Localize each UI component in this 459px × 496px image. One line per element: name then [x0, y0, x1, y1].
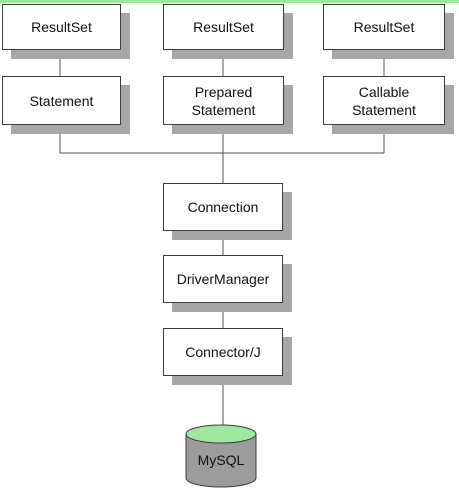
prepared-statement-label-line2: Statement	[191, 101, 256, 118]
callable-statement-node: Callable Statement	[323, 76, 454, 134]
prepared-statement-box: Prepared Statement	[163, 76, 284, 125]
driver-manager-node: DriverManager	[163, 255, 292, 312]
driver-manager-box: DriverManager	[163, 255, 283, 303]
callable-statement-label-line2: Statement	[352, 101, 416, 118]
top-rule	[0, 0, 459, 3]
mysql-database-icon	[185, 424, 257, 488]
resultset-3-label: ResultSet	[353, 19, 415, 35]
resultset-node-2: ResultSet	[163, 4, 293, 59]
connection-label: Connection	[187, 199, 259, 215]
resultset-3-box: ResultSet	[323, 4, 445, 50]
prepared-statement-node: Prepared Statement	[163, 76, 293, 134]
connector-j-label: Connector/J	[185, 344, 261, 360]
connection-box: Connection	[163, 183, 283, 231]
statement-box: Statement	[2, 76, 121, 125]
statement-label: Statement	[29, 92, 94, 109]
db-cylinder-top	[185, 424, 257, 444]
connector-j-node: Connector/J	[163, 328, 292, 385]
prepared-statement-label-line1: Prepared	[194, 83, 253, 100]
resultset-node-3: ResultSet	[323, 4, 454, 59]
resultset-2-box: ResultSet	[163, 4, 284, 50]
resultset-node-1: ResultSet	[2, 4, 130, 59]
resultset-1-box: ResultSet	[2, 4, 121, 50]
resultset-2-label: ResultSet	[193, 19, 254, 35]
db-cylinder-body	[185, 433, 257, 488]
driver-manager-label: DriverManager	[176, 271, 270, 287]
connection-node: Connection	[163, 183, 292, 240]
statement-node: Statement	[2, 76, 130, 134]
resultset-1-label: ResultSet	[31, 19, 92, 35]
callable-statement-box: Callable Statement	[323, 76, 445, 125]
mysql-label: MySQL	[197, 452, 245, 468]
connector-j-box: Connector/J	[163, 328, 283, 376]
callable-statement-label-line1: Callable	[358, 83, 410, 100]
